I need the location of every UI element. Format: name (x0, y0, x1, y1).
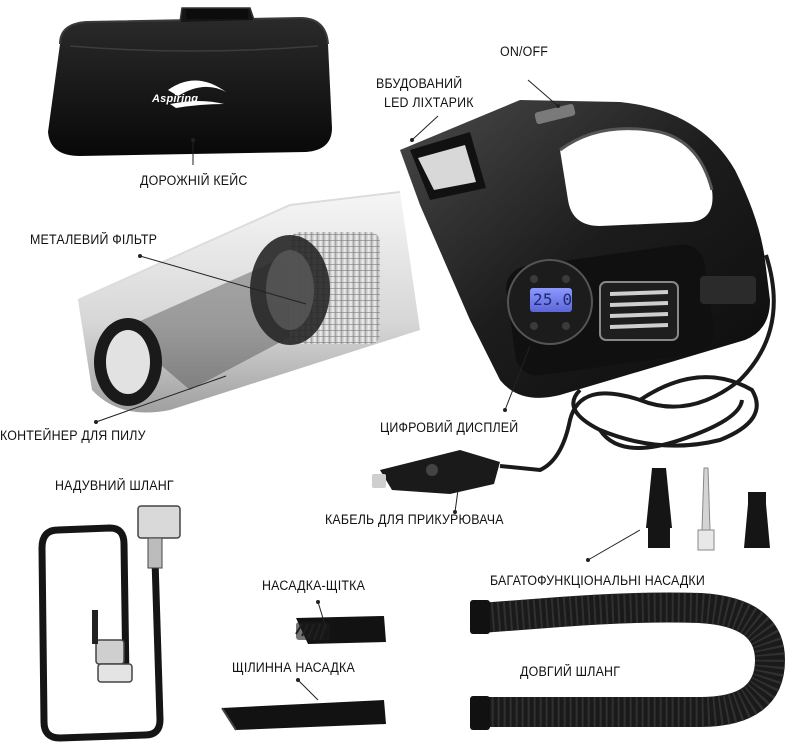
label-long-hose: ДОВГИЙ ШЛАНГ (520, 664, 621, 679)
swoosh-logo-icon (168, 80, 226, 108)
label-led-line1: ВБУДОВАНИЙ (376, 76, 463, 91)
label-inflation-hose: НАДУВНИЙ ШЛАНГ (55, 478, 174, 493)
label-crevice-nozzle: ЩІЛИННА НАСАДКА (232, 660, 355, 675)
label-led-line2: LED ЛІХТАРИК (384, 95, 474, 110)
label-digital-display: ЦИФРОВИЙ ДИСПЛЕЙ (380, 420, 519, 435)
digital-display-screen (530, 288, 572, 312)
label-multifunctional-nozzles: БАГАТОФУНКЦІОНАЛЬНІ НАСАДКИ (490, 573, 705, 588)
leader-lines (95, 79, 641, 701)
vacuum-cleaner (77, 100, 770, 413)
label-travel-case: ДОРОЖНІЙ КЕЙС (140, 173, 248, 188)
case-brand-logo: Aspiring (152, 93, 199, 105)
leader-dots (94, 104, 590, 682)
inflation-hose (38, 505, 181, 742)
label-lighter-cable: КАБЕЛЬ ДЛЯ ПРИКУРЮВАЧА (325, 512, 504, 527)
crevice-nozzle (221, 700, 386, 731)
label-brush-nozzle: НАСАДКА-ЩІТКА (262, 578, 366, 593)
lighter-cable (372, 254, 776, 494)
multifunctional-nozzles (646, 467, 770, 551)
display-reading: 25.0 (533, 290, 573, 309)
label-metal-filter: МЕТАЛЕВИЙ ФІЛЬТР (30, 232, 158, 247)
label-on-off: ON/OFF (500, 44, 549, 59)
long-hose (470, 592, 786, 730)
vent-grille (599, 281, 679, 341)
brush-nozzle (295, 616, 386, 644)
label-dust-container: КОНТЕЙНЕР ДЛЯ ПИЛУ (0, 428, 146, 443)
